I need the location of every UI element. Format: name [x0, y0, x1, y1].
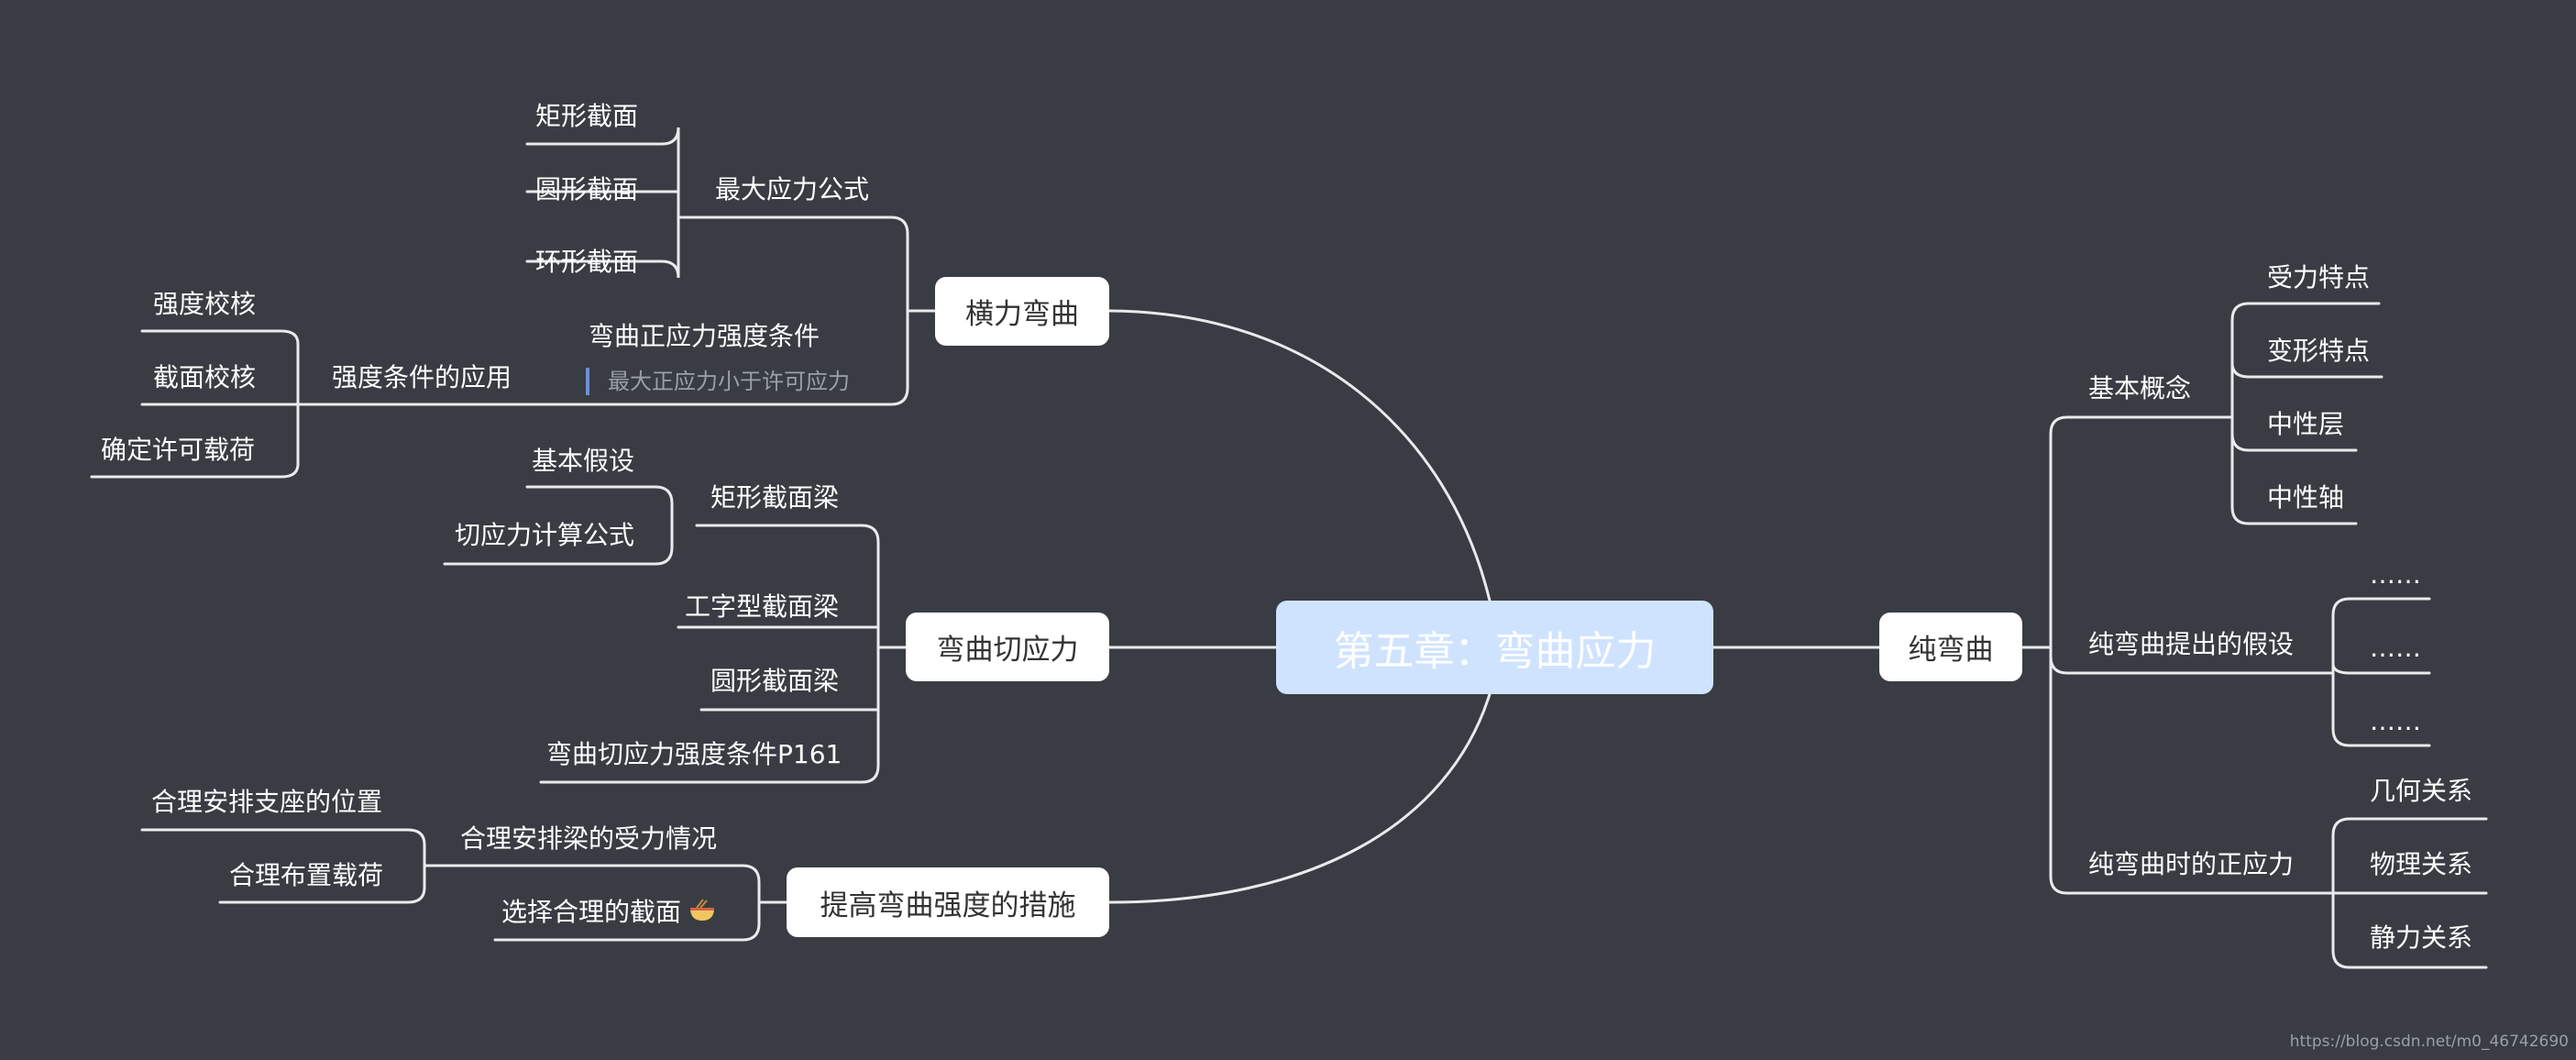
connector-rect-beam — [443, 485, 674, 566]
leaf-basic-assumption[interactable]: 基本假设 — [532, 446, 635, 476]
connector-pure-trunk — [2020, 415, 2367, 895]
topic-pure-bending[interactable]: 纯弯曲 — [1879, 613, 2022, 681]
subtopic-strength-application[interactable]: 强度条件的应用 — [332, 362, 512, 392]
leaf-deformation-feature[interactable]: 变形特点 — [2267, 336, 2371, 366]
connector-shear-trunk — [695, 524, 908, 649]
subtopic-max-stress-formula[interactable]: 最大应力公式 — [715, 174, 870, 204]
subtopic-normal-stress-strength[interactable]: 弯曲正应力强度条件 — [589, 321, 820, 351]
leaf-assumption-2[interactable]: …… — [2370, 633, 2421, 663]
leaf-support-position[interactable]: 合理安排支座的位置 — [151, 787, 383, 817]
connector-improve-trunk — [423, 864, 788, 942]
connector-transverse-trunk — [677, 215, 937, 313]
topic-bending-shear-stress[interactable]: 弯曲切应力 — [906, 613, 1109, 681]
connector-formula-trunk — [525, 127, 680, 279]
connector-shear-lower — [539, 625, 880, 784]
leaf-static-relation[interactable]: 静力关系 — [2370, 922, 2473, 953]
root-topic[interactable]: 第五章：弯曲应力 — [1276, 601, 1713, 694]
subtopic-pure-bending-normal-stress[interactable]: 纯弯曲时的正应力 — [2088, 849, 2295, 879]
connector-normal-stress — [2331, 817, 2488, 969]
leaf-assumption-3[interactable]: …… — [2370, 706, 2421, 736]
leaf-shear-formula[interactable]: 切应力计算公式 — [455, 520, 635, 550]
leaf-physical-relation[interactable]: 物理关系 — [2370, 849, 2473, 879]
connector-transverse-lower — [255, 309, 909, 406]
subtopic-i-beam[interactable]: 工字型截面梁 — [685, 591, 840, 622]
watermark-url: https://blog.csdn.net/m0_46742690 — [2289, 1032, 2569, 1051]
leaf-circle-section[interactable]: 圆形截面 — [535, 174, 639, 204]
topic-transverse-bending[interactable]: 横力弯曲 — [935, 277, 1109, 346]
note-max-stress-less-than-allowable: 最大正应力小于许可应力 — [586, 368, 850, 395]
connector-assumptions — [2331, 597, 2431, 747]
leaf-neutral-axis[interactable]: 中性轴 — [2267, 482, 2345, 513]
subtopic-load-arrangement[interactable]: 合理安排梁的受力情况 — [460, 823, 718, 854]
connector-load-arrangement — [140, 828, 426, 904]
noodle-bowl-icon — [690, 899, 714, 921]
leaf-assumption-1[interactable]: …… — [2370, 559, 2421, 590]
connector-formula-mid — [525, 190, 680, 219]
subtopic-basic-concepts[interactable]: 基本概念 — [2088, 373, 2192, 403]
leaf-force-feature[interactable]: 受力特点 — [2267, 262, 2371, 293]
leaf-allowable-load[interactable]: 确定许可载荷 — [101, 435, 256, 465]
topic-improve-bending-strength[interactable]: 提高弯曲强度的措施 — [787, 867, 1109, 937]
subtopic-rect-beam[interactable]: 矩形截面梁 — [710, 482, 840, 513]
subtopic-section-choice[interactable]: 选择合理的截面 — [501, 897, 682, 927]
leaf-rect-section[interactable]: 矩形截面 — [535, 101, 639, 131]
connector-app-trunk — [90, 329, 300, 479]
connector-root-transverse — [1107, 309, 1492, 602]
leaf-neutral-layer[interactable]: 中性层 — [2267, 409, 2345, 439]
leaf-strength-check[interactable]: 强度校核 — [153, 289, 257, 319]
subtopic-circle-beam[interactable]: 圆形截面梁 — [710, 666, 840, 696]
subtopic-pure-bending-assumptions[interactable]: 纯弯曲提出的假设 — [2088, 629, 2295, 659]
connector-basic-concepts — [2230, 302, 2383, 525]
connector-root-improve — [1107, 692, 1492, 904]
leaf-geometric-relation[interactable]: 几何关系 — [2370, 776, 2473, 806]
leaf-section-check[interactable]: 截面校核 — [153, 362, 257, 392]
leaf-load-layout[interactable]: 合理布置载荷 — [229, 860, 384, 890]
subtopic-shear-strength-condition[interactable]: 弯曲切应力强度条件P161 — [546, 739, 842, 769]
leaf-ring-section[interactable]: 环形截面 — [535, 247, 639, 277]
